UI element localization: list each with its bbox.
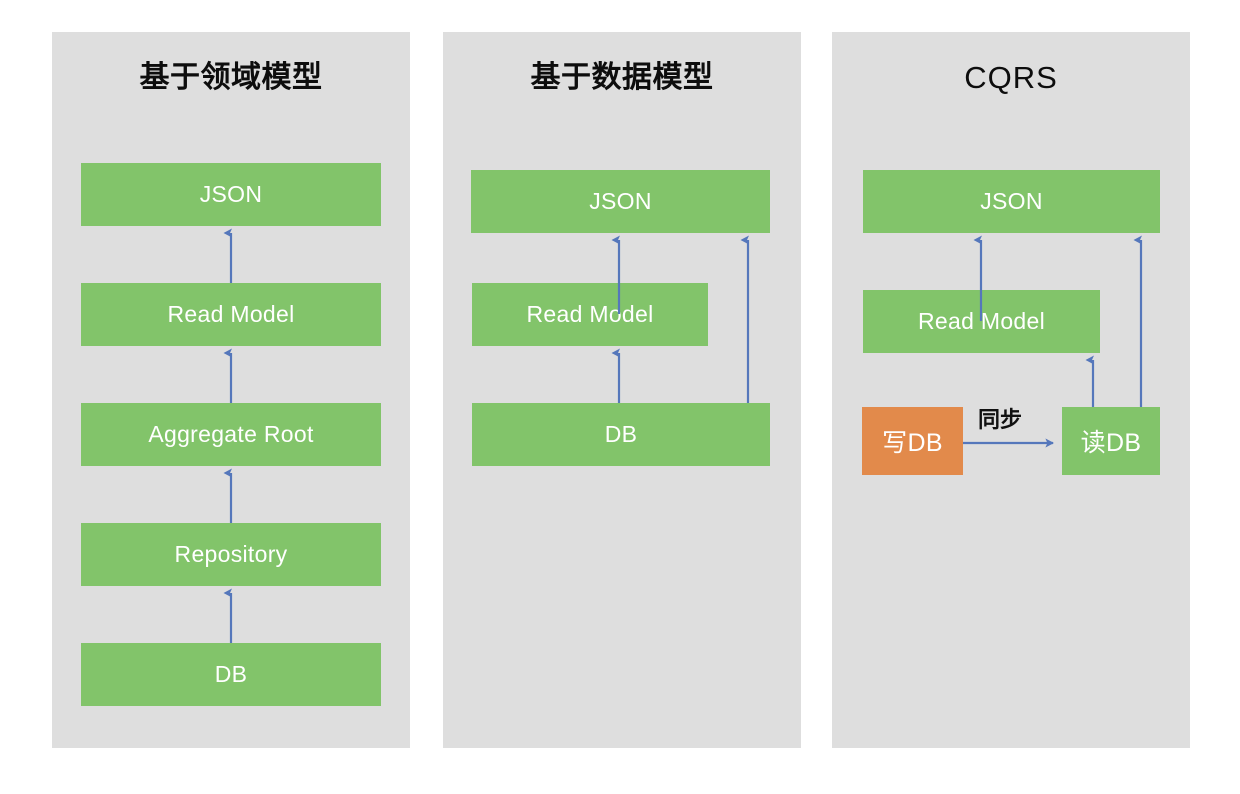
node-read-model[interactable]: Read Model xyxy=(81,283,381,346)
node-json[interactable]: JSON xyxy=(81,163,381,226)
node-label: 读DB xyxy=(1080,429,1142,457)
panel-title-data-model: 基于数据模型 xyxy=(530,61,714,94)
node-label: DB xyxy=(604,421,638,447)
node-label: 写DB xyxy=(882,429,943,457)
panel-domain-model: 基于领域模型 JSON Read Model Aggregate Root Re… xyxy=(52,32,410,748)
node-label: JSON xyxy=(199,181,263,207)
node-aggregate-root[interactable]: Aggregate Root xyxy=(81,403,381,466)
node-db[interactable]: DB xyxy=(472,403,770,466)
node-label: Read Model xyxy=(526,301,654,327)
node-read-db[interactable]: 读DB xyxy=(1062,407,1160,475)
panel-data-model: 基于数据模型 JSON Read Model DB xyxy=(443,32,801,748)
node-label: Repository xyxy=(174,541,288,567)
node-read-model[interactable]: Read Model xyxy=(863,290,1100,353)
node-db[interactable]: DB xyxy=(81,643,381,706)
node-label: Aggregate Root xyxy=(148,421,314,447)
node-label: Read Model xyxy=(917,308,1046,334)
node-label: DB xyxy=(214,661,248,687)
panel-title-domain-model: 基于领域模型 xyxy=(139,61,323,94)
node-read-model[interactable]: Read Model xyxy=(472,283,708,346)
node-label: Read Model xyxy=(167,301,295,327)
node-json[interactable]: JSON xyxy=(863,170,1160,233)
panel-title-cqrs: CQRS xyxy=(964,60,1058,95)
node-label: JSON xyxy=(589,188,652,214)
node-json[interactable]: JSON xyxy=(471,170,770,233)
node-write-db[interactable]: 写DB xyxy=(862,407,963,475)
edge-label-sync: 同步 xyxy=(978,407,1023,432)
node-label: JSON xyxy=(980,188,1043,214)
node-repository[interactable]: Repository xyxy=(81,523,381,586)
panel-cqrs: CQRS JSON Read Model 写DB 读DB 同步 xyxy=(832,32,1190,748)
